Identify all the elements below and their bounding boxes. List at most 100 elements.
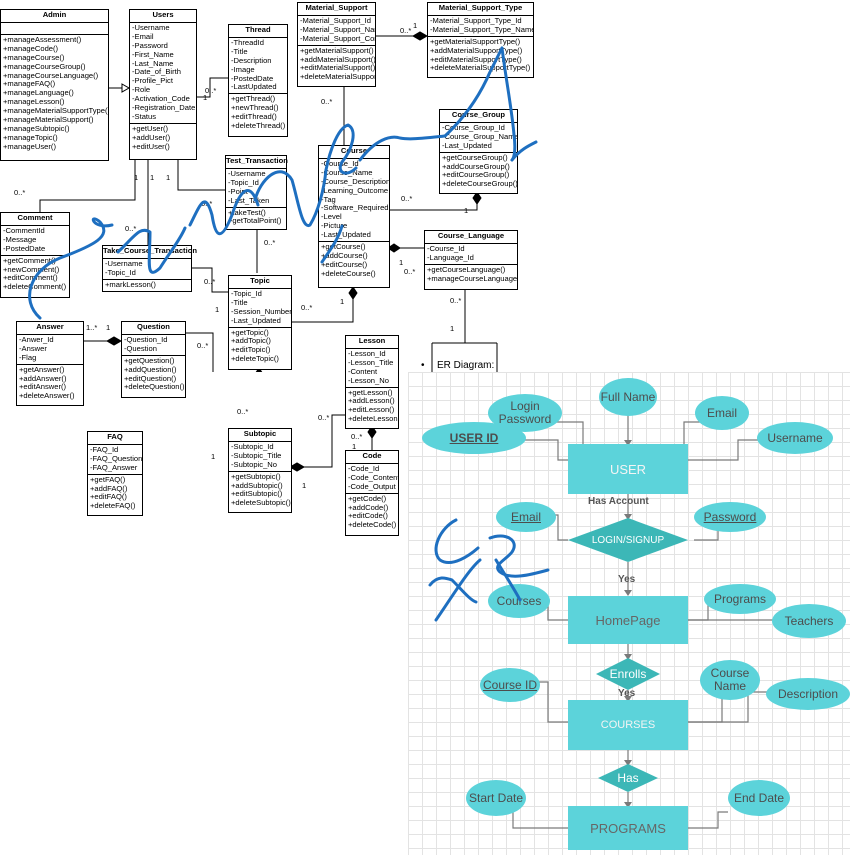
member-entry: +addCode() bbox=[348, 502, 389, 512]
multiplicity-label: 0..* bbox=[301, 303, 313, 312]
attribute-label: Username bbox=[767, 430, 823, 445]
member-entry: -Title bbox=[231, 46, 248, 56]
class-title: Course_Language bbox=[425, 231, 517, 244]
attributes-section: -Course_Id-Course_Name-Course_Descriptio… bbox=[319, 159, 389, 241]
methods-section: +takeTest()+getTotalPoint() bbox=[226, 206, 286, 228]
member-entry: -Tag bbox=[321, 194, 336, 204]
arrowhead bbox=[624, 654, 632, 660]
methods-section: +getTopic()+addTopic()+editTopic()+delet… bbox=[229, 326, 291, 366]
composition-diamond bbox=[411, 31, 429, 41]
class-course: Course -Course_Id-Course_Name-Course_Des… bbox=[318, 145, 390, 288]
member-entry: +addSubtopic() bbox=[231, 480, 283, 490]
uml-connector-layer bbox=[39, 31, 498, 372]
member-entry: +deleteAnswer() bbox=[19, 391, 75, 401]
methods-section: +getUser()+addUser()+editUser() bbox=[130, 122, 196, 153]
question-subtopic-link bbox=[184, 332, 214, 372]
member-entry: +getCourseGroup() bbox=[442, 152, 508, 162]
member-entry: +getTopic() bbox=[231, 327, 269, 337]
member-entry: -Description bbox=[231, 55, 272, 65]
users-tt-link bbox=[177, 158, 226, 191]
attributes-section bbox=[1, 23, 108, 34]
uml-connector-layer-lower bbox=[288, 414, 377, 472]
member-entry: +editCourseGroup() bbox=[442, 170, 510, 180]
member-entry: +getCode() bbox=[348, 493, 387, 503]
member-entry: +deleteThread() bbox=[231, 121, 286, 131]
member-entry: +getTotalPoint() bbox=[228, 216, 282, 226]
member-entry: -Level bbox=[321, 212, 342, 222]
connector bbox=[511, 811, 568, 829]
member-entry: +getUser() bbox=[132, 123, 169, 133]
class-code: Code -Code_Id-Code_Content-Code_Output +… bbox=[345, 450, 399, 536]
member-entry: -CommentId bbox=[3, 225, 45, 235]
member-entry: -Material_Support_Name bbox=[300, 24, 375, 34]
multiplicity-label: 1 bbox=[464, 206, 469, 215]
member-entry: -Topic_Id bbox=[231, 288, 262, 298]
member-entry: +addCourseGroup() bbox=[442, 161, 510, 171]
arrowhead bbox=[624, 760, 632, 766]
methods-section: +getFAQ()+addFAQ()+editFAQ()+deleteFAQ() bbox=[88, 473, 142, 513]
multiplicity-label: 0..* bbox=[205, 86, 217, 95]
multiplicity-label: 0..* bbox=[204, 277, 216, 286]
multiplicity-label: 1 bbox=[450, 324, 455, 333]
attributes-section: -Topic_Id-Title-Session_Number-Last_Upda… bbox=[229, 289, 291, 327]
er-relationship-has: Has bbox=[598, 764, 658, 792]
methods-section: +getSubtopic()+addSubtopic()+editSubtopi… bbox=[229, 470, 291, 510]
member-entry: -Last_Updated bbox=[231, 315, 281, 325]
attribute-label: Programs bbox=[713, 591, 766, 606]
multiplicity-label: 0..* bbox=[318, 413, 330, 422]
member-entry: -Last_Updated bbox=[442, 140, 492, 150]
arrowhead bbox=[624, 440, 632, 446]
member-entry: -Last_Taken bbox=[228, 195, 270, 205]
member-entry: -Date_of_Birth bbox=[132, 67, 181, 77]
multiplicity-label: 0..* bbox=[401, 194, 413, 203]
member-entry: -Password bbox=[132, 40, 168, 50]
er-diagram-panel: Full Name Login Password Email USER ID U… bbox=[408, 372, 850, 855]
attribute-label: USER ID bbox=[449, 430, 499, 445]
connector bbox=[688, 439, 763, 461]
er-attribute-email-login: Email bbox=[496, 502, 556, 532]
member-entry: +addUser() bbox=[132, 132, 171, 142]
er-entity-courses: COURSES bbox=[568, 700, 688, 750]
class-title: Question bbox=[122, 322, 185, 335]
member-entry: +manageTopic() bbox=[3, 132, 58, 142]
member-entry: -Role bbox=[132, 85, 151, 95]
member-entry: -PostedDate bbox=[3, 243, 46, 253]
member-entry: -Username bbox=[228, 168, 266, 178]
composition-diamond bbox=[288, 462, 306, 472]
arrowhead bbox=[624, 696, 632, 702]
member-entry: -Question bbox=[124, 343, 157, 353]
attribute-label: Start Date bbox=[468, 790, 524, 805]
attribute-label: Email bbox=[510, 509, 541, 524]
composition-diamond bbox=[367, 425, 377, 439]
member-entry: -Question_Id bbox=[124, 334, 168, 344]
arrowhead bbox=[624, 514, 632, 520]
multiplicity-label: 0..* bbox=[321, 97, 333, 106]
member-entry: -Answer bbox=[19, 343, 47, 353]
attributes-section: -Subtopic_Id-Subtopic_Title-Subtopic_No bbox=[229, 442, 291, 471]
class-material-support-type: Material_Support_Type -Material_Support_… bbox=[427, 2, 534, 78]
member-entry: +manageUser() bbox=[3, 141, 56, 151]
member-entry: +deleteCourseGroup() bbox=[442, 179, 517, 189]
member-entry: -Course_Id bbox=[427, 243, 465, 253]
class-title: Subtopic bbox=[229, 429, 291, 442]
edge-label-has-account: Has Account bbox=[588, 496, 649, 507]
member-entry: +getMaterialSupportType() bbox=[430, 36, 521, 46]
class-title: Admin bbox=[1, 10, 108, 23]
member-entry: -PostedDate bbox=[231, 73, 274, 83]
multiplicity-label: 1 bbox=[340, 297, 345, 306]
methods-section: +markLesson() bbox=[103, 278, 191, 291]
bullet-point: • bbox=[421, 360, 425, 371]
class-comment: Comment -CommentId-Message-PostedDate +g… bbox=[0, 212, 70, 298]
composition-diamond bbox=[348, 286, 358, 300]
class-title: FAQ bbox=[88, 432, 142, 445]
class-title: Lesson bbox=[346, 336, 398, 349]
member-entry: -Subtopic_Id bbox=[231, 441, 274, 451]
member-entry: +manageFAQ() bbox=[3, 79, 56, 89]
member-entry: +manageMaterialSupport() bbox=[3, 115, 94, 125]
member-entry: -Message bbox=[3, 234, 37, 244]
class-course-language: Course_Language -Course_Id-Language_Id +… bbox=[424, 230, 518, 290]
methods-section: +getQuestion()+addQuestion()+editQuestio… bbox=[122, 354, 185, 394]
attribute-label: Email bbox=[706, 405, 737, 420]
class-admin: Admin +manageAssessment()+manageCode()+m… bbox=[0, 9, 109, 161]
methods-section: +getMaterialSupportType()+addMaterialSup… bbox=[428, 35, 533, 75]
